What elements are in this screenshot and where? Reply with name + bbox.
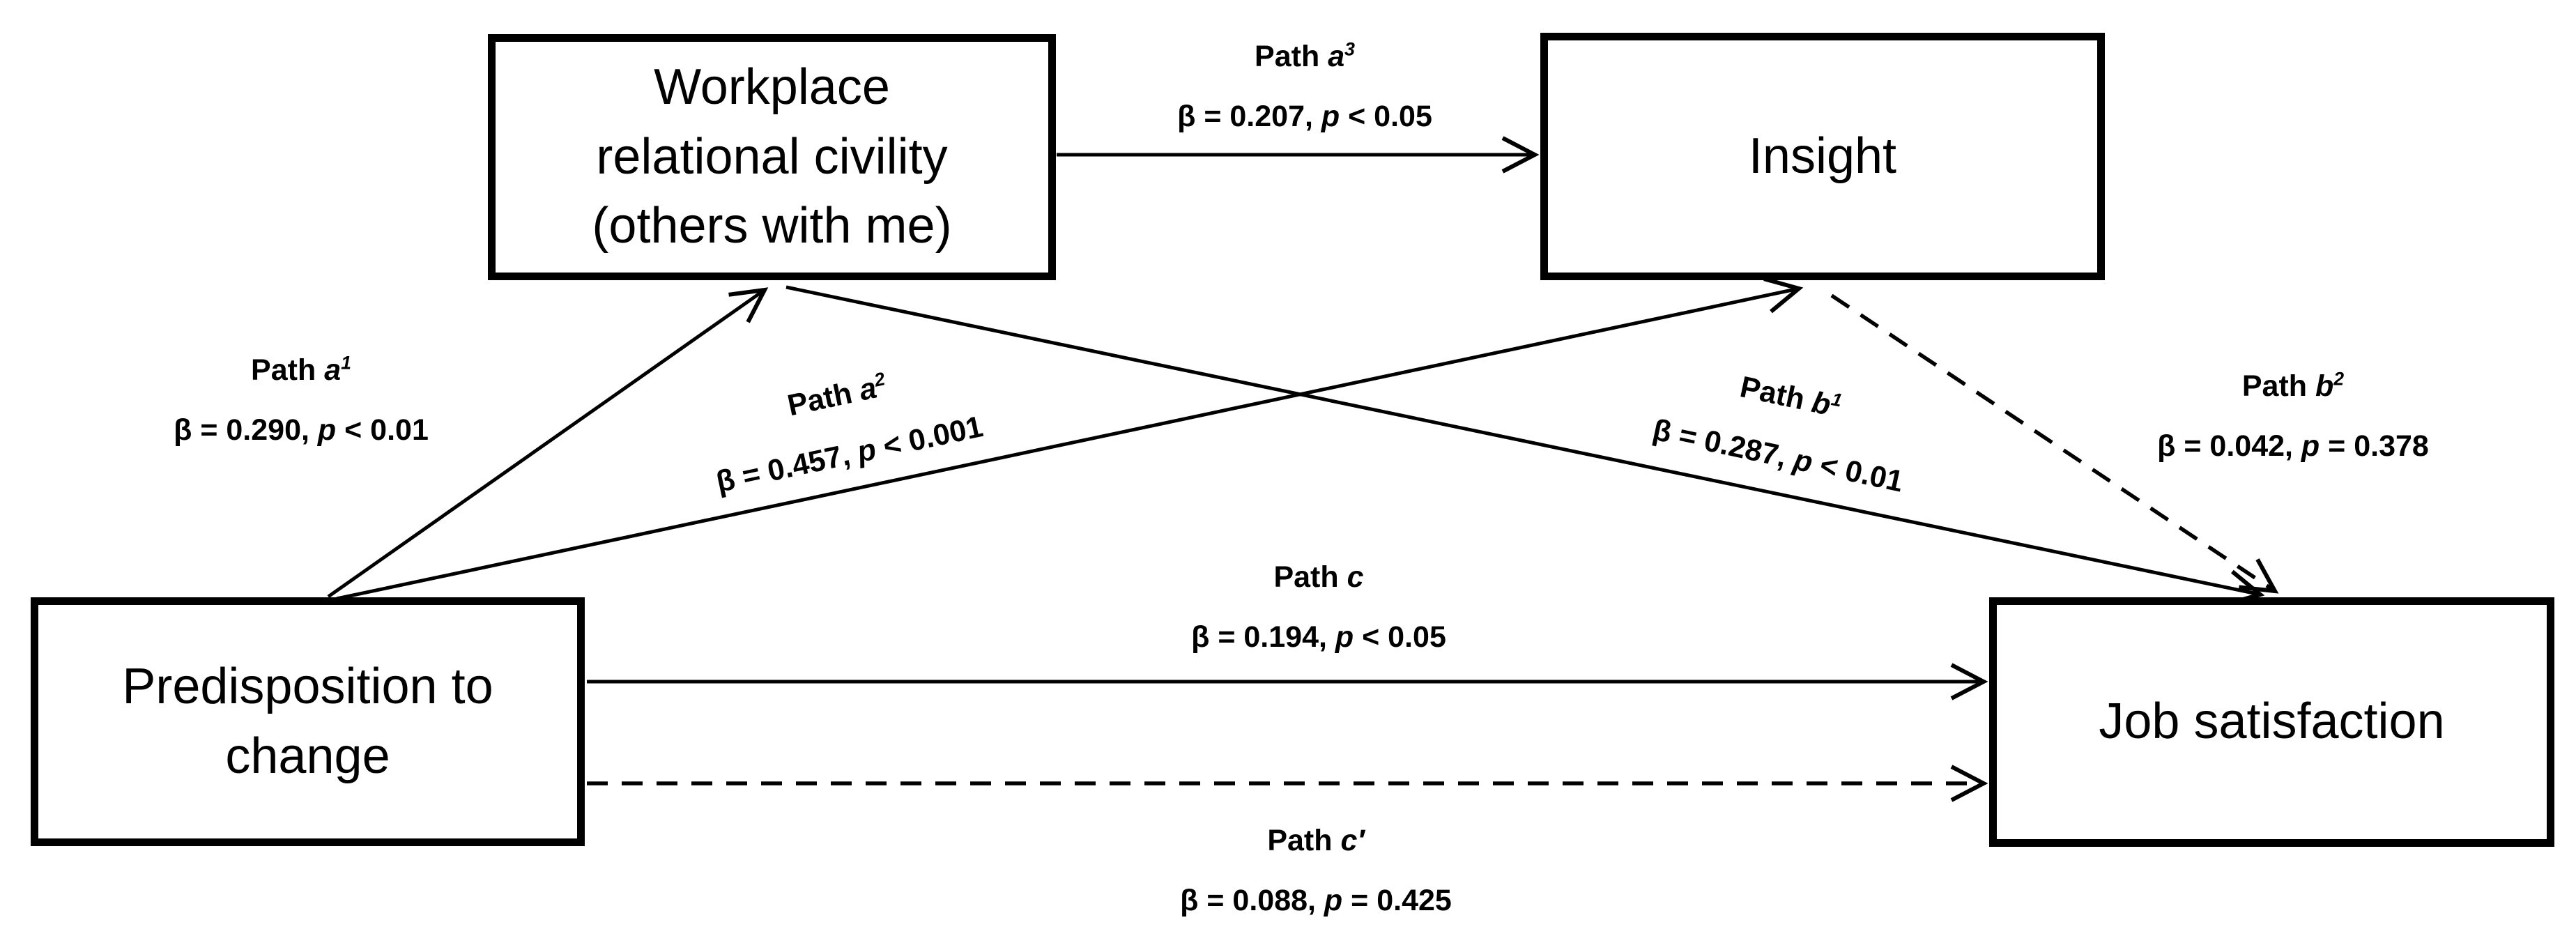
- arrow-path-a1: [327, 287, 769, 599]
- label-path-c-prime: Path c′ β = 0.088, p = 0.425: [1180, 811, 1452, 930]
- box-text-line: Workplace: [654, 59, 890, 116]
- label-path-c: Path c β = 0.194, p < 0.05: [1191, 547, 1446, 667]
- box-predisposition-to-change: Predisposition to change: [31, 597, 585, 846]
- box-job-satisfaction: Job satisfaction: [1989, 597, 2554, 847]
- path-name: Path b2: [2241, 368, 2345, 403]
- path-name: Path c′: [1267, 824, 1365, 857]
- box-workplace-relational-civility: Workplace relational civility (others wi…: [488, 34, 1056, 280]
- box-text-line: change: [225, 728, 390, 784]
- arrow-path-b1: [785, 285, 2265, 606]
- box-text-line: Insight: [1748, 128, 1897, 184]
- path-stats: β = 0.042, p = 0.378: [2157, 429, 2429, 463]
- box-text-line: Predisposition to: [122, 659, 493, 715]
- path-stats: β = 0.207, p < 0.05: [1177, 100, 1432, 133]
- arrow-path-b2: [1830, 293, 2279, 594]
- path-name: Path c: [1273, 560, 1364, 594]
- arrow-path-a2: [336, 277, 1804, 601]
- box-text-line: (others with me): [592, 198, 952, 254]
- box-insight: Insight: [1540, 33, 2105, 280]
- label-path-a1: Path a1 β = 0.290, p < 0.01: [174, 340, 429, 460]
- path-name: Path a3: [1255, 38, 1355, 73]
- box-text-line: relational civility: [596, 128, 948, 185]
- path-stats: β = 0.194, p < 0.05: [1191, 620, 1446, 654]
- path-stats: β = 0.088, p = 0.425: [1180, 884, 1452, 917]
- label-path-a3: Path a3 β = 0.207, p < 0.05: [1177, 26, 1432, 146]
- label-path-b2: Path b2 β = 0.042, p = 0.378: [2157, 356, 2429, 476]
- path-name: Path a1: [251, 352, 351, 387]
- box-text-line: Job satisfaction: [2099, 693, 2445, 750]
- path-stats: β = 0.290, p < 0.01: [174, 413, 429, 447]
